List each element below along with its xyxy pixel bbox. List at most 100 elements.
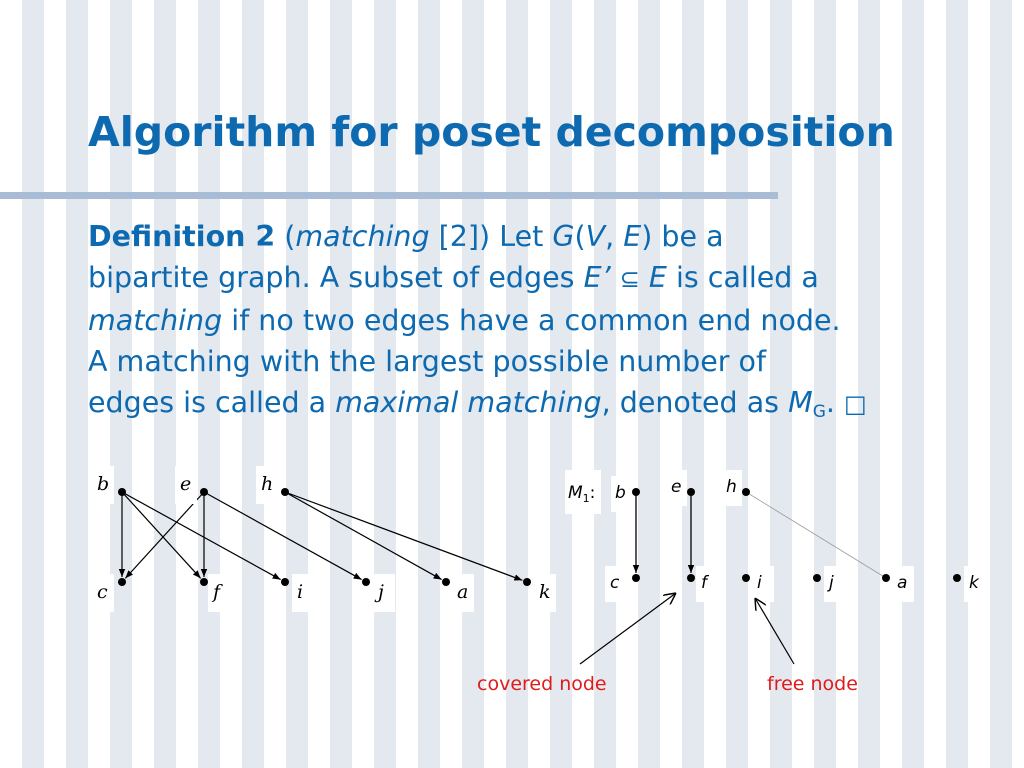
definition-run: maximal matching xyxy=(335,386,602,419)
node-label-i: i xyxy=(297,581,303,603)
free-node-label: free node xyxy=(767,673,858,695)
m1-node-label-b: b xyxy=(615,483,626,503)
label-box xyxy=(696,566,718,602)
definition-text: Definition 2 (matching [2]) Let G(V, E) … xyxy=(88,216,1008,425)
node-label-b: b xyxy=(97,473,109,495)
m1-node-e xyxy=(687,488,695,496)
matching-label: M1: xyxy=(568,483,595,505)
node-label-k: k xyxy=(539,581,551,603)
label-box xyxy=(256,466,278,504)
label-box xyxy=(452,574,474,612)
definition-run: E’ xyxy=(583,261,611,294)
m1-node-a xyxy=(882,574,890,582)
m1-node-f xyxy=(687,574,695,582)
m1-node-label-a: a xyxy=(897,573,907,593)
label-box xyxy=(824,566,846,602)
definition-line: matching if no two edges have a common e… xyxy=(88,300,1008,341)
definition-run: ( xyxy=(574,220,586,253)
definition-run: ( xyxy=(275,220,296,253)
node-h xyxy=(281,488,289,496)
graph-G: b e h c f i j a k xyxy=(92,466,556,612)
node-f xyxy=(200,578,208,586)
edge-h-a xyxy=(284,491,442,581)
node-e xyxy=(200,488,208,496)
m1-node-label-h: h xyxy=(726,477,737,497)
label-box xyxy=(175,466,197,504)
slide-title: Algorithm for poset decomposition xyxy=(88,108,895,156)
definition-run: edges is called a xyxy=(88,386,336,419)
m1-node-h xyxy=(742,488,750,496)
definition-run: bipartite graph. A subset of edges xyxy=(88,261,584,294)
node-label-j: j xyxy=(374,581,384,603)
definition-run: A matching with the largest possible num… xyxy=(88,345,766,378)
m1-node-b xyxy=(632,488,640,496)
title-divider xyxy=(0,192,778,199)
node-b xyxy=(118,488,126,496)
definition-line: Definition 2 (matching [2]) Let G(V, E) … xyxy=(88,216,1008,257)
label-box xyxy=(92,466,114,504)
definition-run: G xyxy=(812,402,826,422)
label-box xyxy=(964,566,986,602)
definition-run: ⊆ xyxy=(619,265,640,293)
label-box xyxy=(534,574,556,612)
definition-run: . xyxy=(825,386,844,419)
m1-node-c xyxy=(632,574,640,582)
annotations: covered node free node xyxy=(477,593,858,695)
matching-label-M: M xyxy=(568,483,583,503)
m1-node-label-j: j xyxy=(827,573,834,593)
edge-b-i xyxy=(121,491,281,581)
label-box xyxy=(565,470,601,514)
definition-run: M xyxy=(788,386,813,419)
definition-run: V xyxy=(585,220,606,253)
label-box xyxy=(208,574,230,612)
label-box xyxy=(605,566,627,602)
matching-label-colon: : xyxy=(590,483,596,503)
node-k xyxy=(523,578,531,586)
node-label-h: h xyxy=(261,473,273,495)
definition-run: [2]) Let xyxy=(429,220,553,253)
m1-node-i xyxy=(742,574,750,582)
node-label-f: f xyxy=(211,581,223,603)
edge-e-c xyxy=(124,491,205,579)
free-node-pointer xyxy=(755,598,795,665)
definition-line: edges is called a maximal matching, deno… xyxy=(88,382,1008,425)
definition-run: , xyxy=(605,220,624,253)
label-box xyxy=(752,566,774,602)
label-box xyxy=(611,476,631,512)
m1-node-label-f: f xyxy=(701,573,710,593)
node-c xyxy=(118,578,126,586)
node-label-a: a xyxy=(457,581,468,603)
node-label-c: c xyxy=(97,581,108,603)
covered-node-label: covered node xyxy=(477,673,607,695)
node-i xyxy=(281,578,289,586)
label-box xyxy=(92,574,114,612)
unmatched-edge-h-a xyxy=(745,491,887,579)
definition-line: bipartite graph. A subset of edges E’ ⊆ … xyxy=(88,257,1008,300)
m1-node-j xyxy=(813,574,821,582)
edge-b-f xyxy=(121,491,202,579)
definition-run: , denoted as xyxy=(601,386,789,419)
definition-run: E xyxy=(623,220,642,253)
node-label-e: e xyxy=(180,473,191,495)
node-a xyxy=(442,578,450,586)
m1-node-label-e: e xyxy=(671,477,681,497)
definition-run: if no two edges have a common end node. xyxy=(222,304,841,337)
covered-node-pointer xyxy=(579,593,676,665)
edge-e-j xyxy=(203,491,362,581)
m1-node-label-c: c xyxy=(610,573,620,593)
label-box xyxy=(892,566,914,602)
definition-run: matching xyxy=(88,304,223,337)
label-box xyxy=(292,574,314,612)
definition-run: is called a xyxy=(666,261,819,294)
label-box xyxy=(722,470,742,506)
m1-node-label-k: k xyxy=(969,573,980,593)
graph-matching-M1: M1: b e h c f i j a k xyxy=(565,470,986,602)
m1-node-label-i: i xyxy=(757,573,762,593)
node-j xyxy=(362,578,370,586)
definition-line: A matching with the largest possible num… xyxy=(88,341,1008,382)
label-box xyxy=(667,470,687,506)
label-box xyxy=(373,574,395,612)
m1-node-k xyxy=(953,574,961,582)
